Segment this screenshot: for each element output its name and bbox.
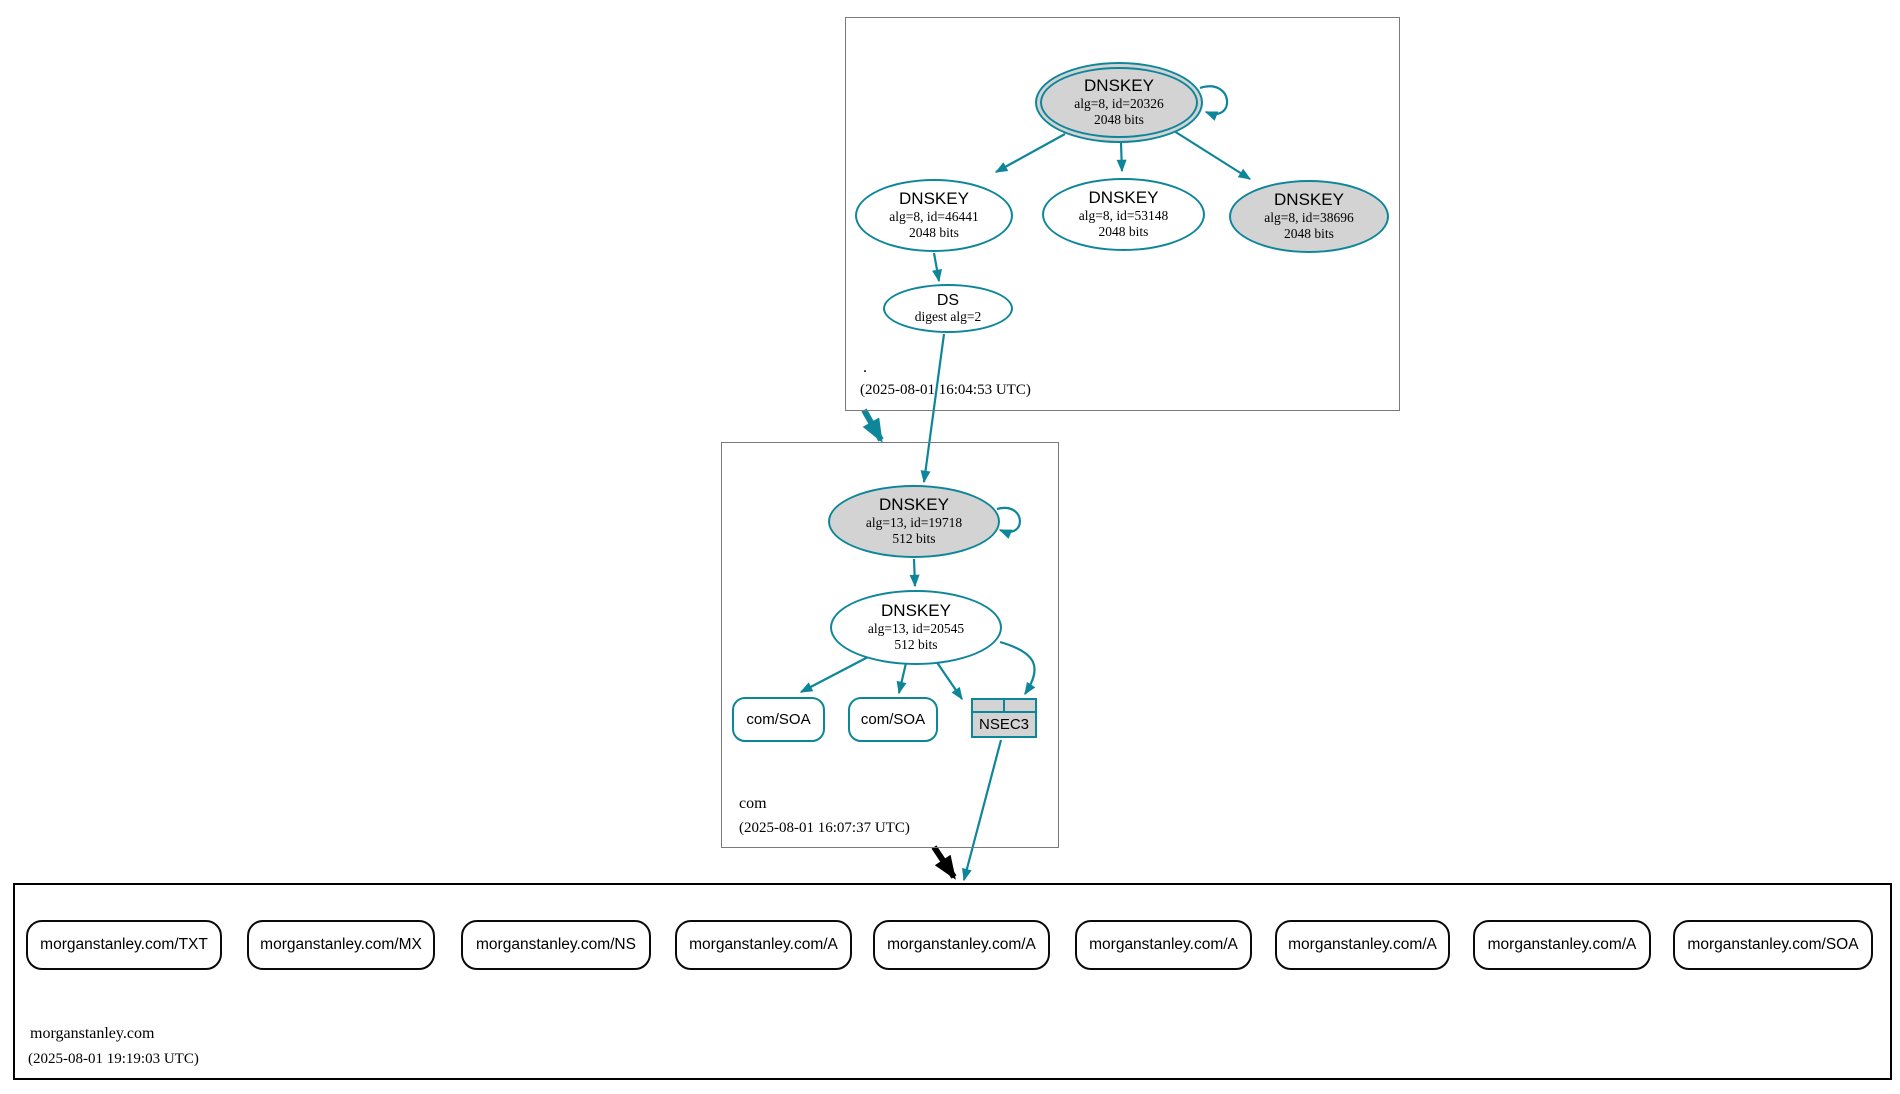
- node-detail-2: 2048 bits: [1098, 223, 1149, 239]
- node-record-a-3[interactable]: morganstanley.com/A: [1075, 920, 1252, 970]
- node-record-a-5[interactable]: morganstanley.com/A: [1473, 920, 1651, 970]
- node-type-label: DNSKEY: [881, 601, 951, 621]
- edge-delegation-com-to-morganstanley: [931, 845, 957, 880]
- record-label: morganstanley.com/A: [887, 936, 1036, 953]
- nsec3-header-cells: [973, 700, 1035, 713]
- node-type-label: DNSKEY: [899, 189, 969, 209]
- node-detail-2: 2048 bits: [1284, 225, 1334, 241]
- node-root-dnskey-46441[interactable]: DNSKEY alg=8, id=46441 2048 bits: [855, 179, 1013, 252]
- record-label: morganstanley.com/A: [689, 936, 838, 953]
- node-detail-1: alg=13, id=19718: [865, 514, 963, 530]
- zone-box-morganstanley: morganstanley.com (2025-08-01 19:19:03 U…: [13, 883, 1892, 1080]
- node-root-dnskey-53148[interactable]: DNSKEY alg=8, id=53148 2048 bits: [1042, 178, 1205, 251]
- nsec3-label: NSEC3: [978, 716, 1030, 733]
- node-type-label: DNSKEY: [879, 495, 949, 515]
- record-label: morganstanley.com/NS: [476, 936, 636, 953]
- nsec3-cell-left: [973, 700, 1003, 711]
- record-label: morganstanley.com/TXT: [40, 936, 208, 953]
- zone-timestamp-com: (2025-08-01 16:07:37 UTC): [739, 820, 910, 836]
- zone-name-morganstanley: morganstanley.com: [30, 1025, 155, 1042]
- zone-box-root: . (2025-08-01 16:04:53 UTC): [845, 17, 1400, 411]
- node-detail-2: 512 bits: [894, 636, 938, 652]
- record-label: morganstanley.com/A: [1288, 936, 1437, 953]
- node-detail-1: alg=8, id=53148: [1078, 207, 1169, 223]
- node-com-ksk-dnskey-19718[interactable]: DNSKEY alg=13, id=19718 512 bits: [828, 485, 1000, 558]
- node-detail-1: digest alg=2: [914, 309, 982, 325]
- node-com-zsk-dnskey-20545[interactable]: DNSKEY alg=13, id=20545 512 bits: [830, 590, 1002, 665]
- zone-timestamp-morganstanley: (2025-08-01 19:19:03 UTC): [28, 1051, 199, 1067]
- rr-label: com/SOA: [860, 711, 926, 728]
- node-record-a-4[interactable]: morganstanley.com/A: [1275, 920, 1450, 970]
- zone-name-root: .: [863, 359, 867, 376]
- node-root-ds[interactable]: DS digest alg=2: [883, 284, 1013, 333]
- node-record-ns[interactable]: morganstanley.com/NS: [461, 920, 651, 970]
- node-com-soa-2[interactable]: com/SOA: [848, 697, 938, 742]
- edge-delegation-root-to-com: [861, 408, 884, 443]
- zone-box-com: com (2025-08-01 16:07:37 UTC): [721, 442, 1059, 848]
- node-type-label: DNSKEY: [1088, 188, 1159, 208]
- node-detail-2: 2048 bits: [1094, 111, 1144, 127]
- record-label: morganstanley.com/MX: [260, 936, 422, 953]
- node-type-label: DS: [936, 291, 960, 309]
- node-type-label: DNSKEY: [1274, 190, 1344, 210]
- node-record-mx[interactable]: morganstanley.com/MX: [247, 920, 435, 970]
- node-record-txt[interactable]: morganstanley.com/TXT: [26, 920, 222, 970]
- node-record-soa[interactable]: morganstanley.com/SOA: [1673, 920, 1873, 970]
- node-detail-1: alg=8, id=46441: [889, 208, 979, 224]
- zone-timestamp-root: (2025-08-01 16:04:53 UTC): [860, 382, 1031, 398]
- node-detail-1: alg=13, id=20545: [867, 620, 965, 636]
- rr-label: com/SOA: [746, 711, 811, 728]
- record-label: morganstanley.com/A: [1487, 936, 1637, 953]
- node-detail-2: 512 bits: [892, 530, 936, 546]
- node-detail-2: 2048 bits: [909, 224, 959, 240]
- node-com-soa-1[interactable]: com/SOA: [732, 697, 825, 742]
- node-root-dnskey-38696[interactable]: DNSKEY alg=8, id=38696 2048 bits: [1229, 180, 1389, 253]
- node-detail-1: alg=8, id=20326: [1074, 95, 1164, 111]
- node-type-label: DNSKEY: [1084, 76, 1154, 96]
- nsec3-cell-right: [1003, 700, 1035, 711]
- node-detail-1: alg=8, id=38696: [1264, 209, 1354, 225]
- node-root-ksk-dnskey-20326[interactable]: DNSKEY alg=8, id=20326 2048 bits: [1035, 62, 1203, 143]
- node-com-nsec3[interactable]: NSEC3: [971, 698, 1037, 738]
- record-label: morganstanley.com/SOA: [1687, 936, 1859, 953]
- record-label: morganstanley.com/A: [1089, 936, 1238, 953]
- node-record-a-2[interactable]: morganstanley.com/A: [873, 920, 1050, 970]
- node-record-a-1[interactable]: morganstanley.com/A: [675, 920, 852, 970]
- zone-name-com: com: [739, 795, 767, 812]
